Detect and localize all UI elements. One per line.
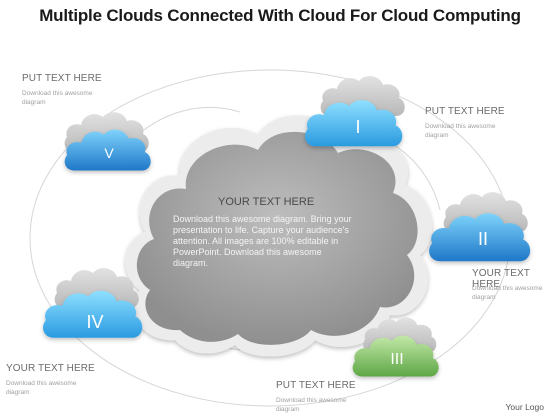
cloud-V[interactable]: V	[64, 112, 151, 171]
cloud-III[interactable]: III	[352, 317, 439, 377]
label-II-sub: Download this awesome diagram	[472, 285, 543, 301]
cloud-II-numeral: II	[478, 229, 488, 249]
cloud-I-numeral: I	[355, 117, 360, 137]
label-V-title: PUT TEXT HERE	[22, 73, 102, 84]
cloud-IV[interactable]: IV	[43, 268, 143, 338]
center-body-text: Download this awesome diagram. Bring you…	[173, 214, 352, 268]
cloud-III-numeral: III	[390, 351, 403, 368]
label-I-title: PUT TEXT HERE	[425, 106, 505, 117]
slide-title: Multiple Clouds Connected With Cloud For…	[39, 6, 521, 25]
center-heading: YOUR TEXT HERE	[218, 196, 315, 208]
label-III-title: PUT TEXT HERE	[276, 380, 356, 391]
cloud-IV-numeral: IV	[86, 312, 103, 332]
label-IV-title: YOUR TEXT HERE	[6, 363, 95, 374]
cloud-V-numeral: V	[104, 145, 114, 161]
center-cloud	[125, 115, 432, 357]
label-I-sub: Download this awesome diagram	[425, 123, 496, 139]
label-V-sub: Download this awesome diagram	[22, 90, 93, 106]
label-IV-sub: Download this awesome diagram	[6, 380, 77, 396]
logo-placeholder: Your Logo	[505, 402, 544, 412]
cloud-I[interactable]: I	[304, 76, 405, 147]
label-III-sub: Download this awesome diagram	[276, 397, 347, 413]
label-II-title: YOUR TEXT HERE	[472, 268, 530, 290]
cloud-II[interactable]: II	[429, 192, 531, 262]
